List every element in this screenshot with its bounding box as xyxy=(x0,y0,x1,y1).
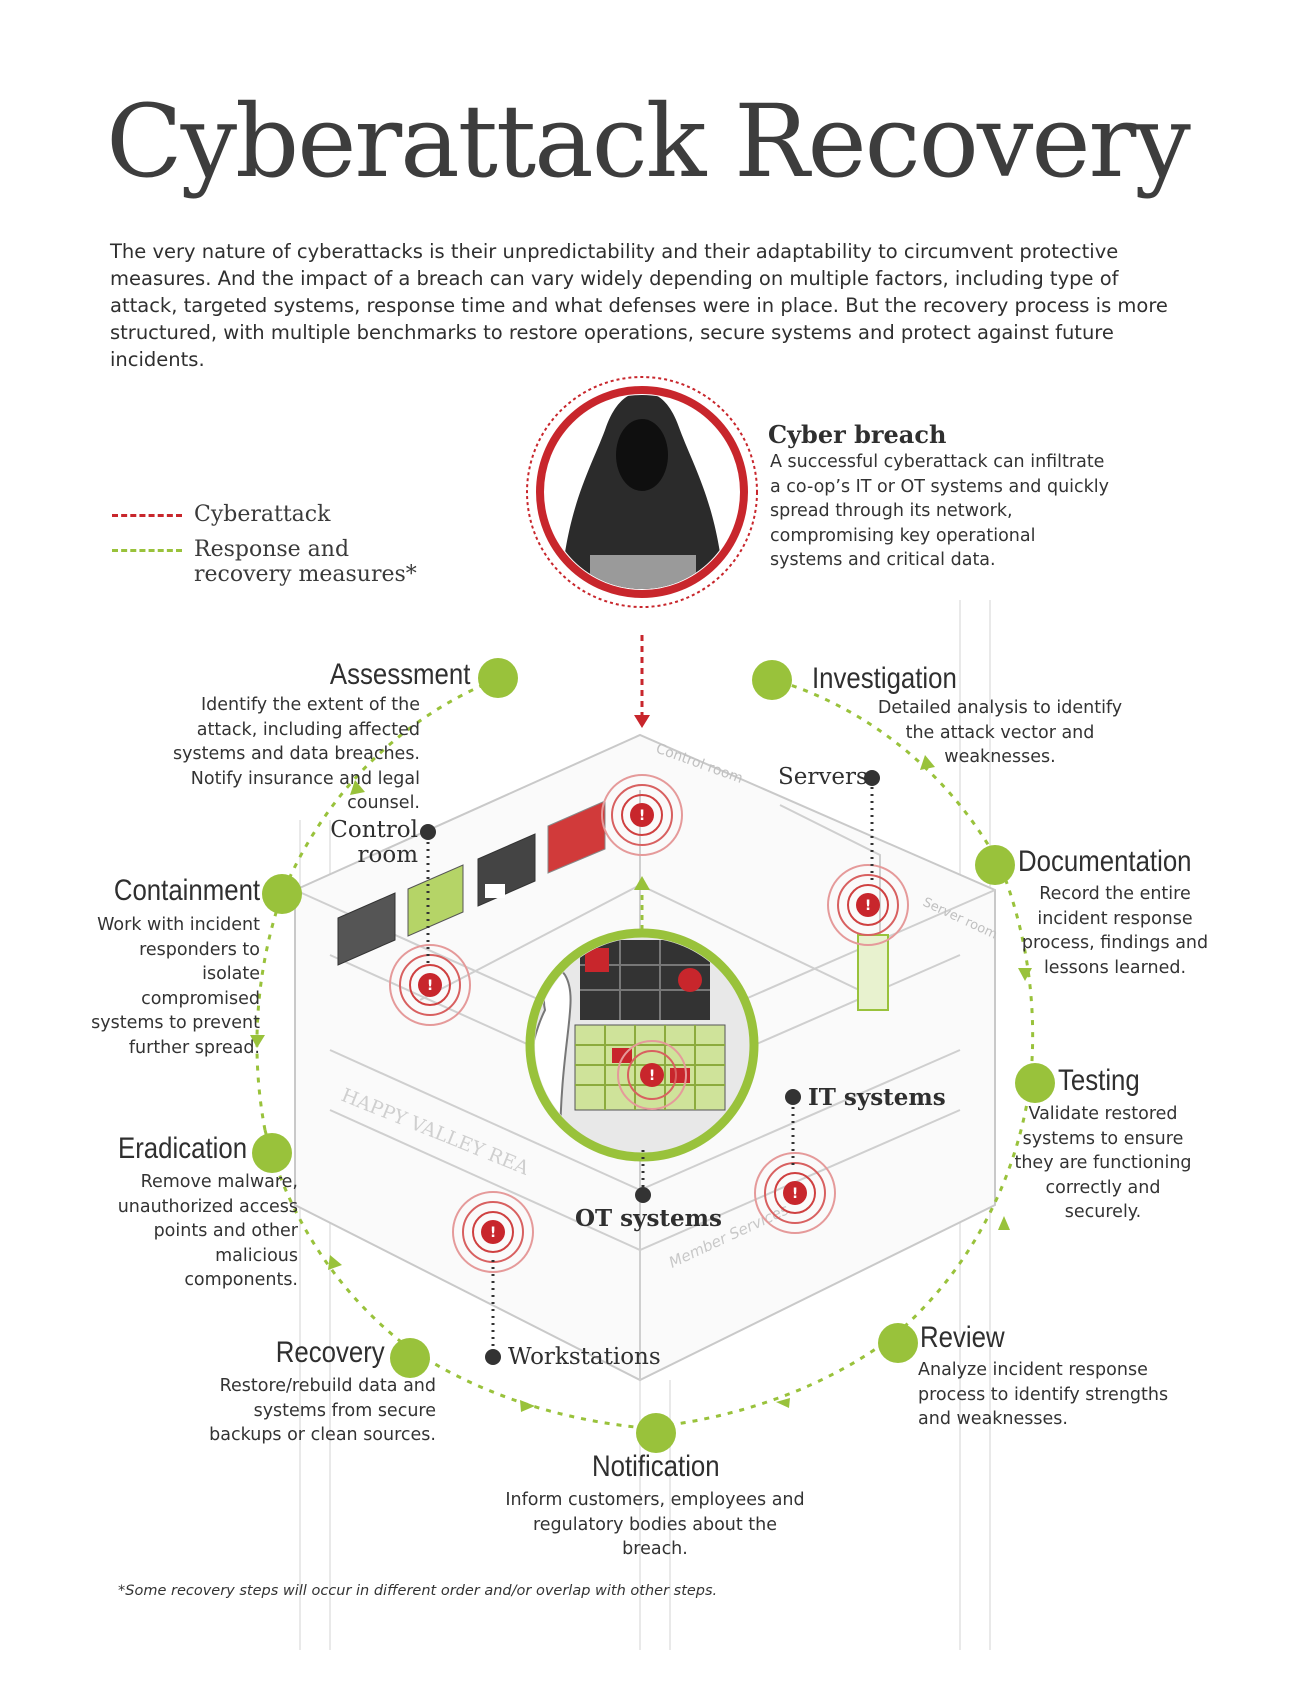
svg-text:!: ! xyxy=(792,1186,798,1202)
step-dot-recovery xyxy=(390,1338,430,1378)
cyber-breach-circle xyxy=(526,376,758,608)
legend-label-cyberattack: Cyberattack xyxy=(194,502,331,527)
callout-dot-it-systems xyxy=(785,1089,801,1105)
callout-workstations: Workstations xyxy=(508,1344,661,1370)
step-text-documentation: Record the entire incident response proc… xyxy=(1021,884,1209,978)
step-title-recovery: Recovery xyxy=(276,1336,385,1369)
svg-text:!: ! xyxy=(649,1068,655,1084)
callout-control-room: Control room xyxy=(330,817,418,868)
alert-icon-workstations: ! xyxy=(452,1191,534,1273)
hooded-hacker-icon xyxy=(560,395,725,589)
callout-dot-ot-systems xyxy=(635,1187,651,1203)
step-title-testing: Testing xyxy=(1058,1064,1140,1097)
intro-paragraph: The very nature of cyberattacks is their… xyxy=(110,240,1168,371)
callout-dot-control-room xyxy=(420,824,436,840)
callout-lines xyxy=(426,780,874,1355)
cyber-breach-title: Cyber breach xyxy=(768,420,947,449)
attack-arrow-icon xyxy=(634,715,650,728)
alert-icon-ot-systems: ! xyxy=(617,1040,687,1110)
red-dashed-line-icon xyxy=(112,514,182,517)
alert-icon-servers: ! xyxy=(827,864,909,946)
green-dashed-line-icon xyxy=(112,549,182,552)
step-containment: Containment xyxy=(60,876,260,906)
step-text-assessment: Identify the extent of the attack, inclu… xyxy=(173,695,420,813)
callout-ot-systems: OT systems xyxy=(575,1205,722,1232)
svg-text:!: ! xyxy=(490,1225,496,1241)
step-dot-documentation xyxy=(975,845,1015,885)
step-title-containment: Containment xyxy=(113,874,260,907)
step-title-notification: Notification xyxy=(592,1450,720,1483)
callout-servers: Servers xyxy=(778,764,868,790)
page-title: Cyberattack Recovery xyxy=(106,83,1191,200)
svg-text:!: ! xyxy=(865,898,871,914)
callout-dot-workstations xyxy=(485,1349,501,1365)
cyber-breach-text: A successful cyberattack can infiltrate … xyxy=(770,452,1110,570)
control-room-screens xyxy=(337,800,606,966)
legend-item-cyberattack: Cyberattack xyxy=(112,502,424,527)
step-recovery: Recovery xyxy=(180,1338,385,1368)
alert-icon-control-desk: ! xyxy=(389,944,471,1026)
step-text-notification: Inform customers, employees and regulato… xyxy=(505,1490,805,1559)
step-title-eradication: Eradication xyxy=(118,1132,248,1165)
step-text-review: Analyze incident response process to ide… xyxy=(918,1360,1169,1429)
step-text-testing: Validate restored systems to ensure they… xyxy=(1014,1104,1192,1222)
step-dot-notification xyxy=(636,1413,676,1453)
step-title-assessment: Assessment xyxy=(329,658,470,691)
legend: Cyberattack Response and recovery measur… xyxy=(112,502,424,587)
ot-systems-circle: ! xyxy=(525,928,759,1162)
step-assessment: Assessment xyxy=(170,660,470,690)
step-dot-testing xyxy=(1015,1063,1055,1103)
callout-dot-servers xyxy=(864,770,880,786)
step-title-investigation: Investigation xyxy=(812,662,957,695)
step-title-documentation: Documentation xyxy=(1018,845,1192,878)
step-dot-containment xyxy=(262,874,302,914)
legend-label-response: Response and recovery measures* xyxy=(194,537,417,587)
step-dot-assessment xyxy=(478,658,518,698)
legend-item-response: Response and recovery measures* xyxy=(112,537,424,587)
alert-targets: ! ! ! ! ! xyxy=(389,774,909,1273)
step-title-review: Review xyxy=(920,1321,1005,1354)
step-dot-eradication xyxy=(252,1133,292,1173)
callout-it-systems: IT systems xyxy=(808,1084,946,1111)
server-rack-icon xyxy=(857,934,889,1011)
step-text-investigation: Detailed analysis to identify the attack… xyxy=(877,698,1123,767)
svg-text:!: ! xyxy=(427,978,433,994)
svg-text:!: ! xyxy=(639,808,645,824)
step-text-recovery: Restore/rebuild data and systems from se… xyxy=(209,1376,436,1445)
alert-icon-control-room: ! xyxy=(601,774,683,856)
step-dot-investigation xyxy=(752,660,792,700)
footnote: *Some recovery steps will occur in diffe… xyxy=(118,1583,718,1599)
step-text-containment: Work with incident responders to isolate… xyxy=(91,915,260,1058)
step-dot-review xyxy=(878,1323,918,1363)
step-text-eradication: Remove malware, unauthorized access poin… xyxy=(117,1172,298,1290)
alert-icon-it-systems: ! xyxy=(754,1152,836,1234)
